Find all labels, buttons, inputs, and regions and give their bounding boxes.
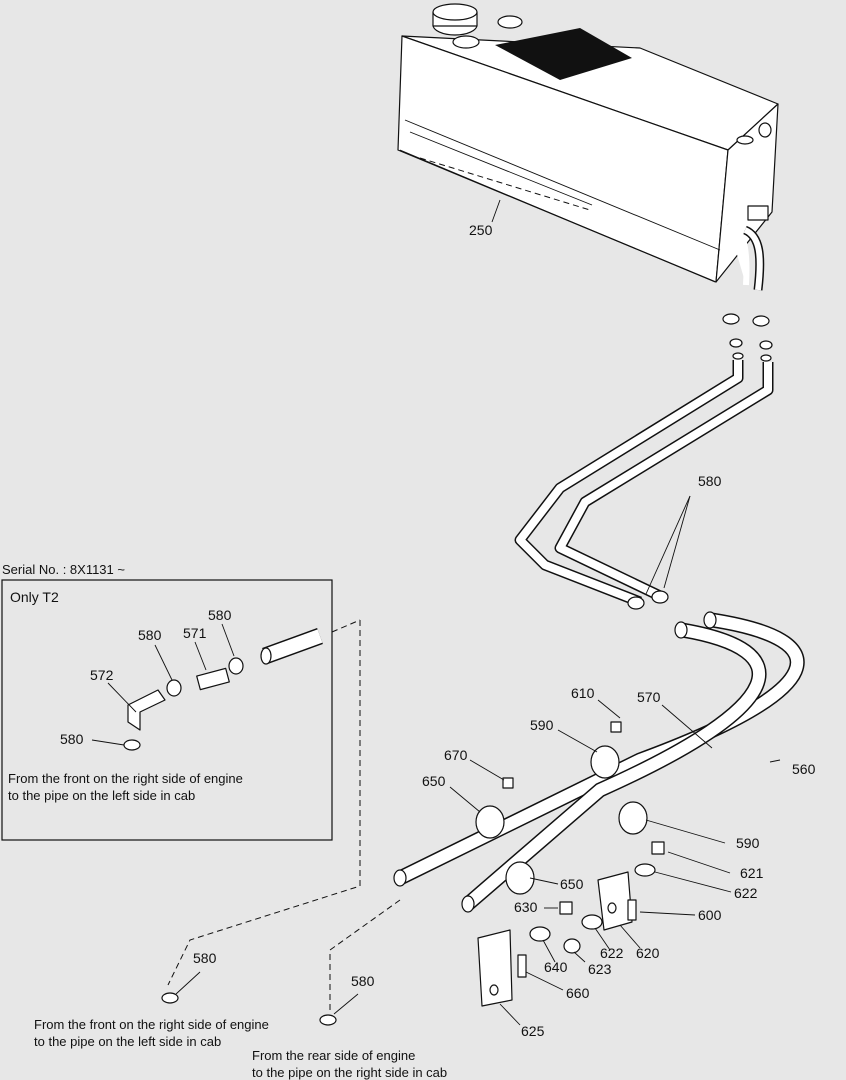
label-250: 250: [469, 222, 493, 238]
brackets: [477, 871, 633, 1007]
pipe-lines: [514, 360, 774, 608]
label-620: 620: [636, 945, 660, 961]
inset-title: Only T2: [10, 589, 59, 605]
hose-clamps: [475, 721, 648, 895]
leader-670: [469, 759, 505, 781]
leader-650-a: [449, 786, 481, 813]
leader-580-top-a: [645, 495, 691, 595]
label-621: 621: [740, 865, 764, 881]
leader-inset-580b: [221, 623, 235, 657]
route-rear: [329, 899, 401, 1010]
heater-unit: [397, 3, 779, 283]
label-inset-580c: 580: [60, 731, 84, 747]
label-inset-580a: 580: [138, 627, 162, 643]
label-660: 660: [566, 985, 590, 1001]
label-inset-580b: 580: [208, 607, 232, 623]
leader-560: [769, 759, 781, 763]
long-hoses: [393, 611, 805, 913]
leader-622-b: [594, 927, 611, 951]
label-590-top: 590: [530, 717, 554, 733]
leader-623: [573, 951, 586, 963]
label-590-mid: 590: [736, 835, 760, 851]
leader-580-top-b: [663, 495, 691, 589]
leader-600: [639, 911, 696, 916]
label-622-a: 622: [734, 885, 758, 901]
leader-inset-580a: [154, 644, 173, 681]
leader-580-bl: [175, 971, 201, 995]
leader-590-mid: [645, 819, 726, 844]
inset-box: [1, 579, 333, 841]
leader-625: [499, 1003, 521, 1026]
label-inset-571: 571: [183, 625, 207, 641]
inset-parts: [123, 628, 323, 751]
inset-connector: [331, 619, 361, 633]
leader-inset-572: [107, 682, 137, 713]
rear-note-line1: From the rear side of engine: [252, 1048, 415, 1063]
leader-inset-580c: [91, 739, 125, 746]
leader-650-b: [529, 877, 559, 885]
label-630: 630: [514, 899, 538, 915]
leader-622-a: [654, 871, 732, 893]
label-622-b: 622: [600, 945, 624, 961]
leader-640: [542, 939, 556, 963]
label-623: 623: [588, 961, 612, 977]
front-note-line2: to the pipe on the left side in cab: [34, 1034, 221, 1049]
rear-note-line2: to the pipe on the right side in cab: [252, 1065, 447, 1080]
label-625: 625: [521, 1023, 545, 1039]
label-580-bl: 580: [193, 950, 217, 966]
bolts-washers: [517, 841, 665, 978]
serial-note: Serial No. : 8X1131 ~: [2, 562, 125, 577]
leader-620: [619, 924, 641, 949]
leader-660: [525, 971, 564, 991]
label-580-bm: 580: [351, 973, 375, 989]
label-inset-572: 572: [90, 667, 114, 683]
label-640: 640: [544, 959, 568, 975]
inset-note-line1: From the front on the right side of engi…: [8, 771, 243, 786]
clamp-580-bm: [319, 1014, 337, 1026]
label-600: 600: [698, 907, 722, 923]
label-580-top: 580: [698, 473, 722, 489]
label-650-a: 650: [422, 773, 446, 789]
label-560: 560: [792, 761, 816, 777]
leader-621: [667, 851, 731, 874]
inset-note-line2: to the pipe on the left side in cab: [8, 788, 195, 803]
front-note-line1: From the front on the right side of engi…: [34, 1017, 269, 1032]
leader-inset-571: [194, 641, 207, 671]
label-610: 610: [571, 685, 595, 701]
route-front: [167, 620, 361, 986]
leader-580-bm: [333, 993, 359, 1015]
clamp-580-bl: [161, 992, 179, 1004]
leader-590-top: [557, 729, 598, 753]
label-650-b: 650: [560, 876, 584, 892]
leader-610: [597, 699, 621, 719]
label-670: 670: [444, 747, 468, 763]
label-570: 570: [637, 689, 661, 705]
leader-570: [661, 704, 713, 749]
leader-250: [491, 199, 501, 223]
clamp-pair-580: [627, 590, 669, 610]
upper-clamps: [722, 313, 773, 362]
